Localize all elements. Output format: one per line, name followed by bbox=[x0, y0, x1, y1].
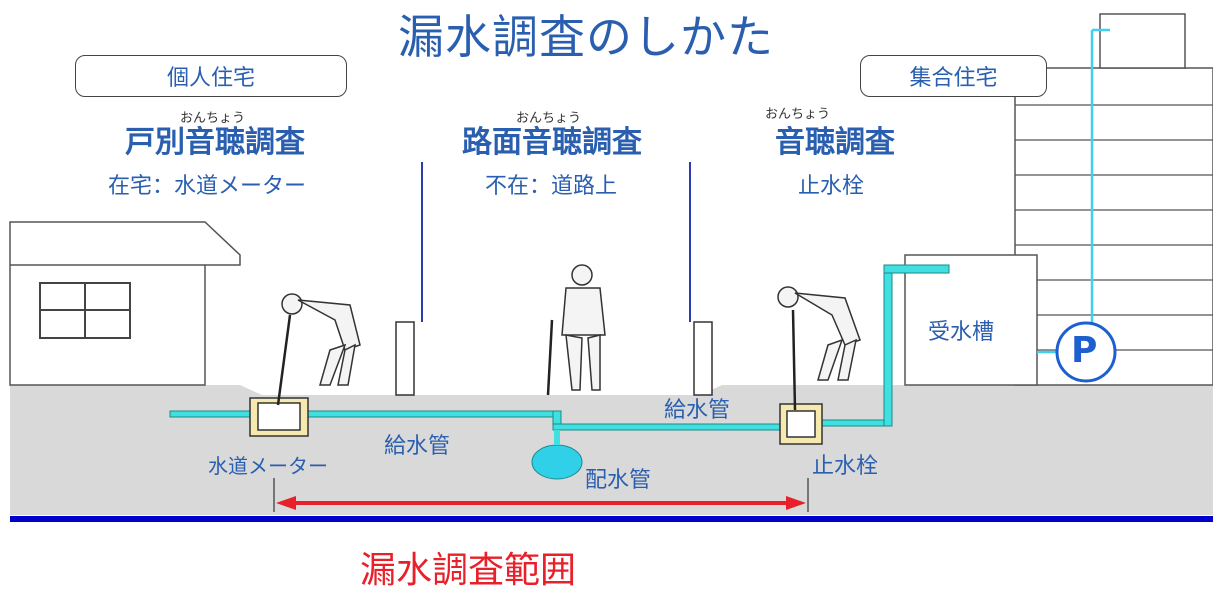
pump-letter: P bbox=[1071, 330, 1098, 371]
water-meter-box bbox=[249, 397, 309, 437]
stop-valve-label: 止水栓 bbox=[812, 454, 879, 479]
surveyor-bending-left bbox=[276, 293, 361, 406]
individual-house bbox=[9, 221, 241, 386]
method-2-name: 路面音聴調査 bbox=[462, 125, 642, 160]
service-pipe-right-label: 給水管 bbox=[664, 398, 731, 423]
ground-road-section bbox=[10, 385, 1213, 515]
method-3-location: 止水栓 bbox=[798, 174, 865, 199]
distribution-main-label: 配水管 bbox=[585, 468, 652, 493]
water-meter-label: 水道メーター bbox=[208, 454, 328, 478]
collective-housing-label: 集合住宅 bbox=[860, 55, 1047, 97]
receiving-tank-label: 受水槽 bbox=[928, 320, 995, 345]
method-1-location: 在宅：水道メーター bbox=[108, 174, 307, 199]
service-pipe-left-label: 給水管 bbox=[384, 434, 451, 459]
method-1-ruby: おんちょう bbox=[180, 111, 246, 126]
method-3-ruby: おんちょう bbox=[765, 107, 831, 122]
apartment-building bbox=[1014, 13, 1213, 386]
receiving-tank bbox=[904, 254, 1038, 386]
ground-baseline bbox=[10, 516, 1213, 522]
method-1-name: 戸別音聴調査 bbox=[125, 125, 305, 160]
surveyor-standing-center bbox=[546, 264, 606, 396]
page-title: 漏水調査のしかた bbox=[398, 10, 774, 64]
survey-range-label: 漏水調査範囲 bbox=[360, 550, 577, 591]
method-2-ruby: おんちょう bbox=[516, 111, 582, 126]
method-2-location: 不在：道路上 bbox=[485, 174, 618, 199]
distribution-main bbox=[531, 444, 583, 480]
stop-valve-box bbox=[779, 403, 823, 445]
pump-icon bbox=[1055, 321, 1117, 383]
individual-housing-label: 個人住宅 bbox=[75, 55, 347, 97]
method-3-name: 音聴調査 bbox=[775, 125, 895, 160]
post-left bbox=[395, 321, 415, 396]
survey-range-arrow bbox=[273, 478, 809, 512]
post-right bbox=[693, 321, 713, 396]
surveyor-bending-right bbox=[777, 286, 861, 411]
